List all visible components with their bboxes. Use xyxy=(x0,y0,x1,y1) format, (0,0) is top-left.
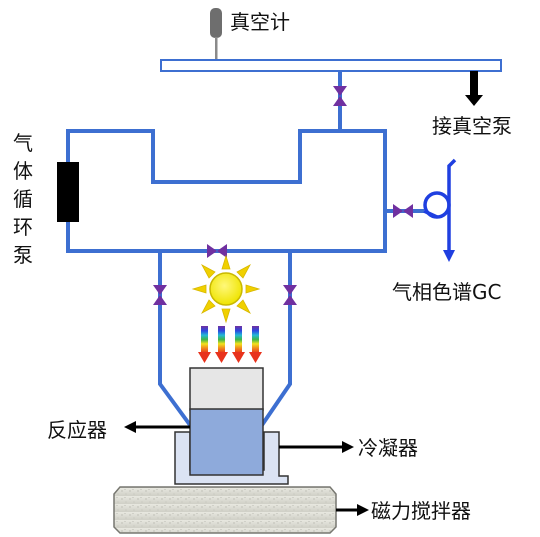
circulation-pump-char-4: 环 xyxy=(13,215,33,239)
valve-icon[interactable] xyxy=(333,86,347,96)
pipe-loop xyxy=(66,129,387,253)
vacuum-gauge xyxy=(210,8,222,60)
valve-icon[interactable] xyxy=(393,204,403,218)
valve-icon[interactable] xyxy=(153,285,167,295)
light-arrow-3 xyxy=(232,326,245,363)
stirrer-pointer xyxy=(336,504,369,516)
valve-icon-lower xyxy=(333,96,347,106)
valve-icon-right xyxy=(217,244,227,258)
circulation-pump-label: 气 体 循 环 泵 xyxy=(13,131,33,267)
reactor-headspace xyxy=(189,367,264,411)
light-arrow-1 xyxy=(198,326,211,363)
vacuum-pump-arrow-head xyxy=(465,95,483,106)
valve-icon[interactable] xyxy=(283,285,297,295)
vacuum-gauge-icon xyxy=(210,8,222,38)
gc-label: 气相色谱GC xyxy=(392,280,501,304)
pipe-left-leg xyxy=(158,251,192,427)
vacuum-pump-arrow xyxy=(465,71,483,106)
gc-branch xyxy=(423,158,457,262)
reactor-liquid xyxy=(189,408,264,476)
valve-icon[interactable] xyxy=(207,244,217,258)
light-beam-icon xyxy=(198,326,262,363)
reactor-pointer xyxy=(124,421,190,433)
circulation-pump-char-2: 体 xyxy=(13,159,33,183)
reactor-label: 反应器 xyxy=(47,418,107,442)
condenser-label: 冷凝器 xyxy=(358,436,418,460)
valves xyxy=(153,86,413,305)
vacuum-gauge-label: 真空计 xyxy=(230,10,290,34)
gc-arrow-head xyxy=(443,250,455,262)
circulation-pump-char-3: 循 xyxy=(13,187,33,211)
pipe-right-leg xyxy=(260,251,292,427)
light-arrow-4 xyxy=(249,326,262,363)
vacuum-pump-label: 接真空泵 xyxy=(432,114,512,138)
valve-icon-lower-left xyxy=(153,295,167,305)
coil-icon-join xyxy=(423,209,438,219)
light-arrow-2 xyxy=(215,326,228,363)
sun-icon xyxy=(191,254,261,324)
stirrer-icon xyxy=(113,486,337,534)
circulation-pump-char-5: 泵 xyxy=(13,243,33,267)
vacuum-gauge-stem xyxy=(215,37,218,60)
stirrer-label: 磁力搅拌器 xyxy=(371,499,471,523)
circulation-pump-icon xyxy=(57,162,79,222)
vacuum-pump-arrow-shaft xyxy=(470,71,478,96)
gc-line-up xyxy=(447,158,457,205)
valve-icon-lower-right xyxy=(283,295,297,305)
circulation-pump-char-1: 气 xyxy=(13,131,33,155)
vacuum-manifold xyxy=(160,59,502,72)
valve-icon-right-gc xyxy=(403,204,413,218)
condenser-pointer xyxy=(279,441,354,453)
